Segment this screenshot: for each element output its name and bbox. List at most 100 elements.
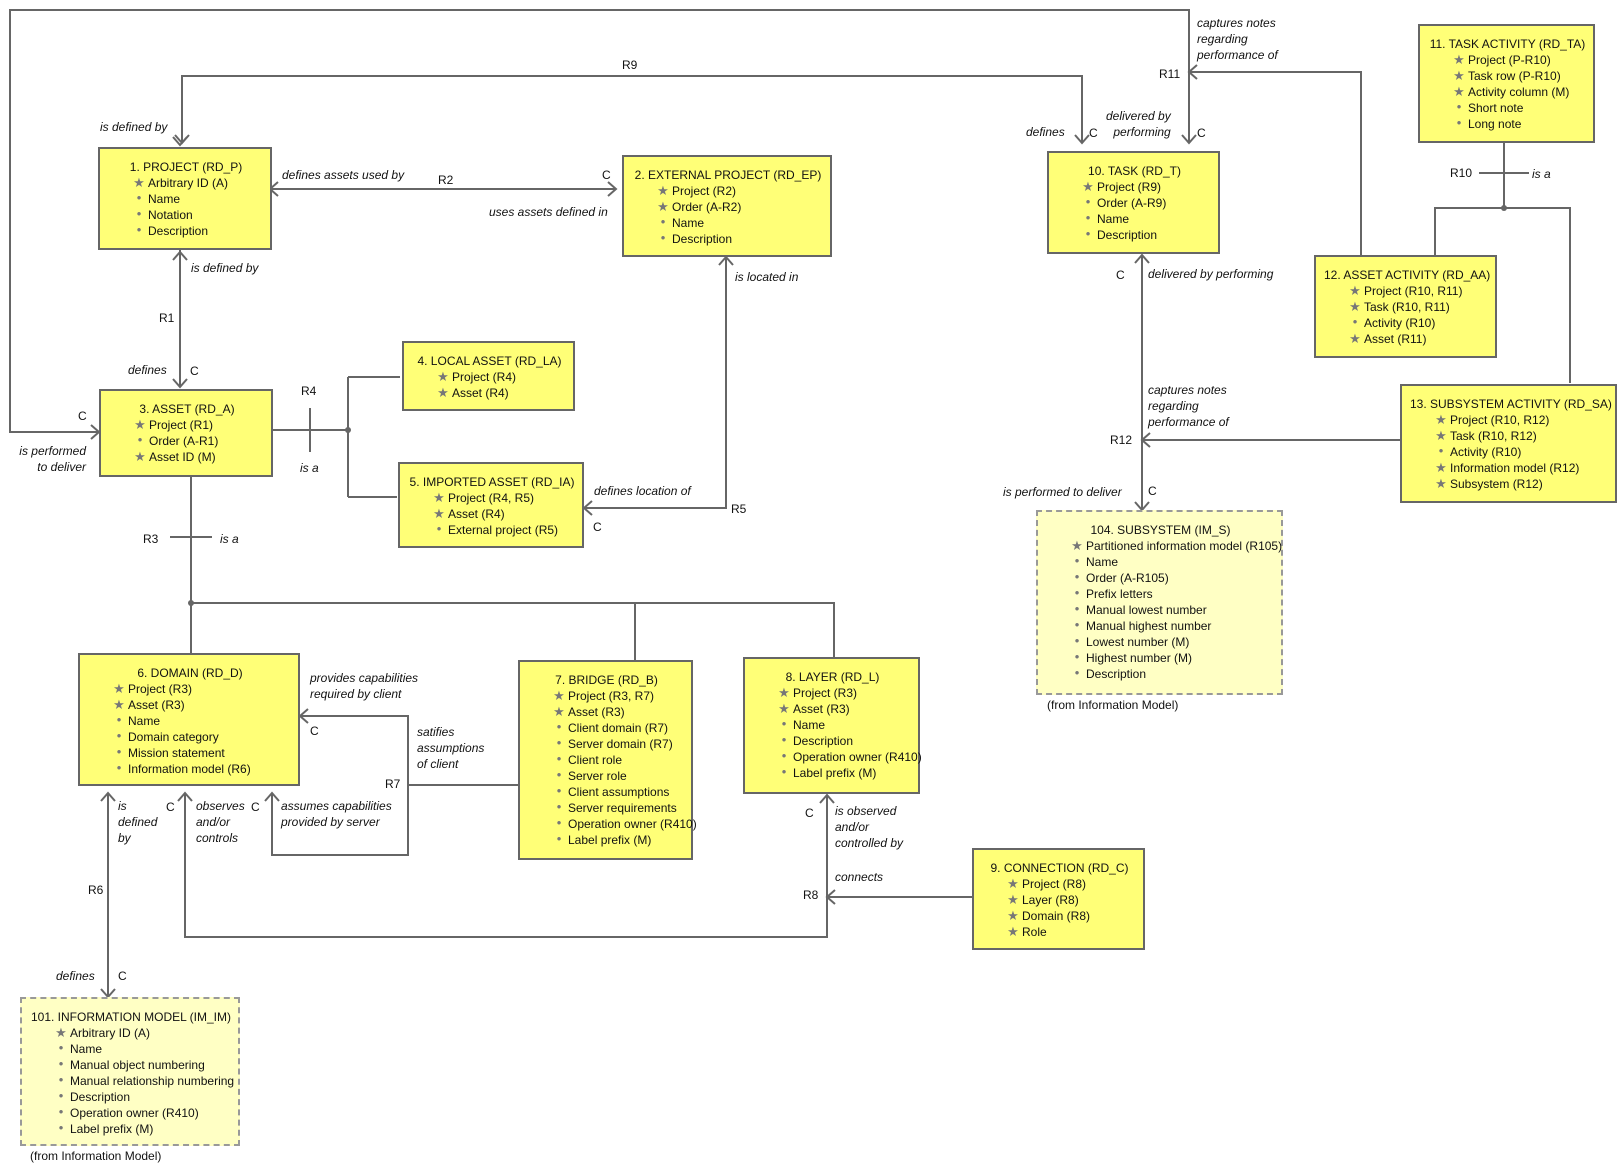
attribute-item: •Lowest number (M) (1070, 633, 1275, 650)
attribute-text: Asset (R3) (568, 705, 625, 719)
attribute-text: Prefix letters (1086, 587, 1153, 601)
attribute-item: ★Asset (R4) (432, 506, 576, 522)
attribute-item: ★Project (R3) (777, 685, 912, 701)
external-caption: (from Information Model) (30, 1149, 162, 1163)
attribute-list: ★Project (R3, R7)★Asset (R3)•Client doma… (528, 688, 697, 848)
class-connection[interactable]: 9. CONNECTION (RD_C) ★Project (R8)★Layer… (972, 848, 1145, 950)
attribute-text: Project (R4) (452, 370, 517, 384)
class-external-project[interactable]: 2. EXTERNAL PROJECT (RD_EP) ★Project (R2… (622, 155, 832, 257)
class-domain[interactable]: 6. DOMAIN (RD_D) ★Project (R3)★Asset (R3… (78, 653, 300, 786)
attribute-bullet-icon: • (1074, 617, 1080, 632)
attribute-bullet-icon: • (1074, 633, 1080, 648)
attribute-bullet-icon: • (136, 206, 142, 221)
class-imported-asset[interactable]: 5. IMPORTED ASSET (RD_IA) ★Project (R4, … (398, 462, 584, 548)
attribute-item: ★Asset ID (M) (133, 449, 265, 465)
attribute-text: Project (R9) (1097, 180, 1162, 194)
attribute-item: •Short note (1452, 99, 1587, 116)
attribute-list: ★Arbitrary ID (A)•Name•Manual object num… (30, 1025, 234, 1137)
identifier-star-icon: ★ (113, 681, 125, 696)
class-information-model[interactable]: 101. INFORMATION MODEL (IM_IM) ★Arbitrar… (20, 997, 240, 1146)
phrase-label: defines location of (594, 484, 691, 498)
attribute-bullet-icon: • (781, 732, 787, 747)
class-title: 104. SUBSYSTEM (IM_S) (1090, 523, 1231, 537)
attribute-text: Domain category (128, 730, 219, 744)
rel-r7: R7 (385, 777, 401, 791)
attribute-bullet-icon: • (1074, 553, 1080, 568)
cond-c: C (1089, 126, 1098, 140)
attribute-item: ★Partitioned information model (R105) (1070, 538, 1282, 554)
class-asset-activity[interactable]: 12. ASSET ACTIVITY (RD_AA) ★Project (R10… (1314, 255, 1497, 358)
phrase-label: delivered by performing (1148, 267, 1274, 281)
attribute-text: Subsystem (R12) (1450, 477, 1543, 491)
cond-c: C (190, 364, 199, 378)
class-subsystem[interactable]: 104. SUBSYSTEM (IM_S) ★Partitioned infor… (1036, 510, 1283, 695)
attribute-text: Information model (R6) (128, 762, 251, 776)
class-title: 6. DOMAIN (RD_D) (137, 666, 243, 680)
class-task-activity[interactable]: 11. TASK ACTIVITY (RD_TA) ★Project (P-R1… (1418, 24, 1595, 143)
attribute-text: Short note (1468, 101, 1524, 115)
attribute-text: Operation owner (R410) (793, 750, 922, 764)
identifier-star-icon: ★ (437, 369, 449, 384)
class-bridge[interactable]: 7. BRIDGE (RD_B) ★Project (R3, R7)★Asset… (518, 660, 697, 860)
attribute-bullet-icon: • (1085, 194, 1091, 209)
class-asset[interactable]: 3. ASSET (RD_A) ★Project (R1)•Order (A-R… (99, 389, 273, 477)
attribute-bullet-icon: • (1456, 115, 1462, 130)
attribute-item: •Manual relationship numbering (54, 1072, 234, 1089)
attribute-item: • Label prefix (M) (54, 1120, 232, 1137)
attribute-bullet-icon: • (136, 222, 142, 237)
attribute-text: Layer (R8) (1022, 893, 1079, 907)
attribute-text: Server role (568, 769, 627, 783)
cond-c: C (251, 800, 260, 814)
attribute-text: Description (70, 1090, 131, 1104)
attribute-bullet-icon: • (1438, 443, 1444, 458)
attribute-text: Project (R4, R5) (448, 491, 535, 505)
identifier-star-icon: ★ (1349, 299, 1361, 314)
attribute-text: Client domain (R7) (568, 721, 669, 735)
attribute-text: Order (A-R2) (672, 200, 742, 214)
attribute-list: ★Project (R3)★Asset (R3)•Name•Descriptio… (753, 685, 922, 781)
attribute-bullet-icon: • (58, 1120, 64, 1135)
class-layer[interactable]: 8. LAYER (RD_L) ★Project (R3)★Asset (R3)… (743, 657, 922, 794)
class-title: 3. ASSET (RD_A) (139, 402, 235, 416)
attribute-item: •Description (132, 222, 264, 239)
attribute-text: Long note (1468, 117, 1522, 131)
identifier-star-icon: ★ (1007, 892, 1019, 907)
attribute-item: ★Task (R10, R12) (1434, 428, 1609, 444)
phrase-label: delivered by performing (1106, 109, 1171, 139)
attribute-list: ★Project (R1)•Order (A-R1)★Asset ID (M) (109, 417, 265, 465)
class-subsystem-activity[interactable]: 13. SUBSYSTEM ACTIVITY (RD_SA) ★Project … (1400, 384, 1617, 503)
identifier-star-icon: ★ (1435, 428, 1447, 443)
attribute-text: Arbitrary ID (A) (70, 1026, 151, 1040)
attribute-item: •Name (1081, 210, 1212, 227)
attribute-bullet-icon: • (781, 764, 787, 779)
attribute-list: ★Project (R3)★Asset (R3)•Name•Domain cat… (88, 681, 292, 777)
attribute-text: Mission statement (128, 746, 225, 760)
attribute-list: ★Project (P-R10)★Task row (P-R10)★Activi… (1428, 52, 1587, 132)
attribute-item: ★Project (R9) (1081, 179, 1212, 195)
attribute-bullet-icon: • (58, 1104, 64, 1119)
attribute-list: ★Project (R9)•Order (A-R9)•Name•Descript… (1057, 179, 1212, 243)
phrase-label: captures notes regarding performance of (1197, 16, 1278, 62)
attribute-item: ★Task (R10, R11) (1348, 299, 1489, 315)
attribute-bullet-icon: • (556, 799, 562, 814)
phrase-label: is defined by (100, 120, 168, 134)
attribute-text: Description (1097, 228, 1158, 242)
attribute-text: Server domain (R7) (568, 737, 673, 751)
attribute-text: Project (R3) (128, 682, 193, 696)
phrase-label: uses assets defined in (489, 205, 608, 219)
cond-c: C (805, 806, 814, 820)
rel-r3: R3 (143, 532, 159, 546)
attribute-item: ★Project (R4) (436, 369, 567, 385)
attribute-bullet-icon: • (1074, 585, 1080, 600)
identifier-star-icon: ★ (778, 701, 790, 716)
phrase-label: is observed and/or controlled by (835, 804, 904, 850)
attribute-text: Label prefix (M) (70, 1122, 154, 1136)
attribute-item: ★Layer (R8) (1006, 892, 1137, 908)
phrase-label: satifies assumptions of client (417, 725, 485, 771)
class-title: 9. CONNECTION (RD_C) (990, 861, 1129, 875)
class-project[interactable]: 1. PROJECT (RD_P) ★Arbitrary ID (A)•Name… (98, 147, 272, 250)
attribute-bullet-icon: • (556, 831, 562, 846)
attribute-item: ★Asset (R3) (777, 701, 912, 717)
class-local-asset[interactable]: 4. LOCAL ASSET (RD_LA) ★Project (R4)★Ass… (402, 341, 575, 411)
class-task[interactable]: 10. TASK (RD_T) ★Project (R9)•Order (A-R… (1047, 151, 1220, 254)
